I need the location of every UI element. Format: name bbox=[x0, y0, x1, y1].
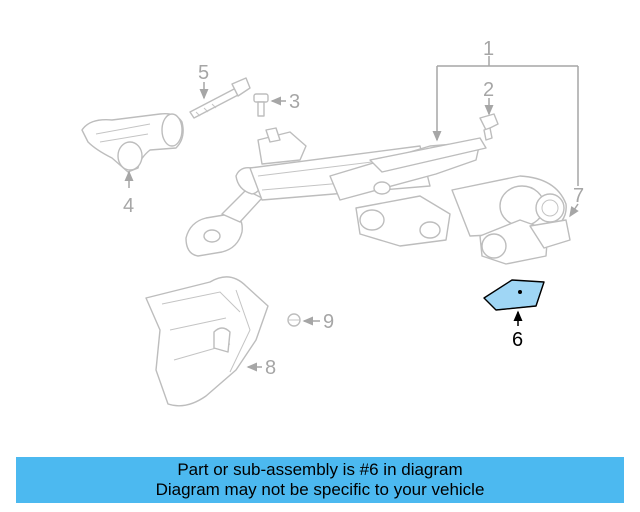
part-6-highlighted[interactable] bbox=[483, 279, 545, 311]
callout-5[interactable]: 5 bbox=[198, 62, 209, 84]
part-5-bolt bbox=[189, 77, 251, 119]
callout-8[interactable]: 8 bbox=[265, 357, 276, 379]
callout-2[interactable]: 2 bbox=[483, 79, 494, 101]
banner-line-1: Part or sub-assembly is #6 in diagram bbox=[177, 460, 463, 479]
callout-3[interactable]: 3 bbox=[289, 91, 300, 113]
callout-leaders bbox=[124, 56, 579, 372]
callout-4[interactable]: 4 bbox=[123, 195, 134, 217]
callout-7[interactable]: 7 bbox=[573, 185, 584, 207]
callout-9[interactable]: 9 bbox=[323, 311, 334, 333]
callout-6[interactable]: 6 bbox=[512, 329, 523, 351]
callout-1[interactable]: 1 bbox=[483, 38, 494, 60]
banner-line-2: Diagram may not be specific to your vehi… bbox=[155, 480, 485, 499]
parts-diagram: 1 2 3 4 5 6 7 8 9 bbox=[81, 38, 584, 407]
info-banner: Part or sub-assembly is #6 in diagram Di… bbox=[16, 457, 624, 503]
part-9-clip bbox=[287, 313, 301, 327]
part-4-bracket bbox=[81, 112, 184, 173]
part-8-column-cover bbox=[145, 276, 269, 407]
part-3-bolt bbox=[253, 93, 269, 117]
steering-column-assembly bbox=[185, 127, 571, 265]
part-2-clip bbox=[479, 113, 499, 141]
